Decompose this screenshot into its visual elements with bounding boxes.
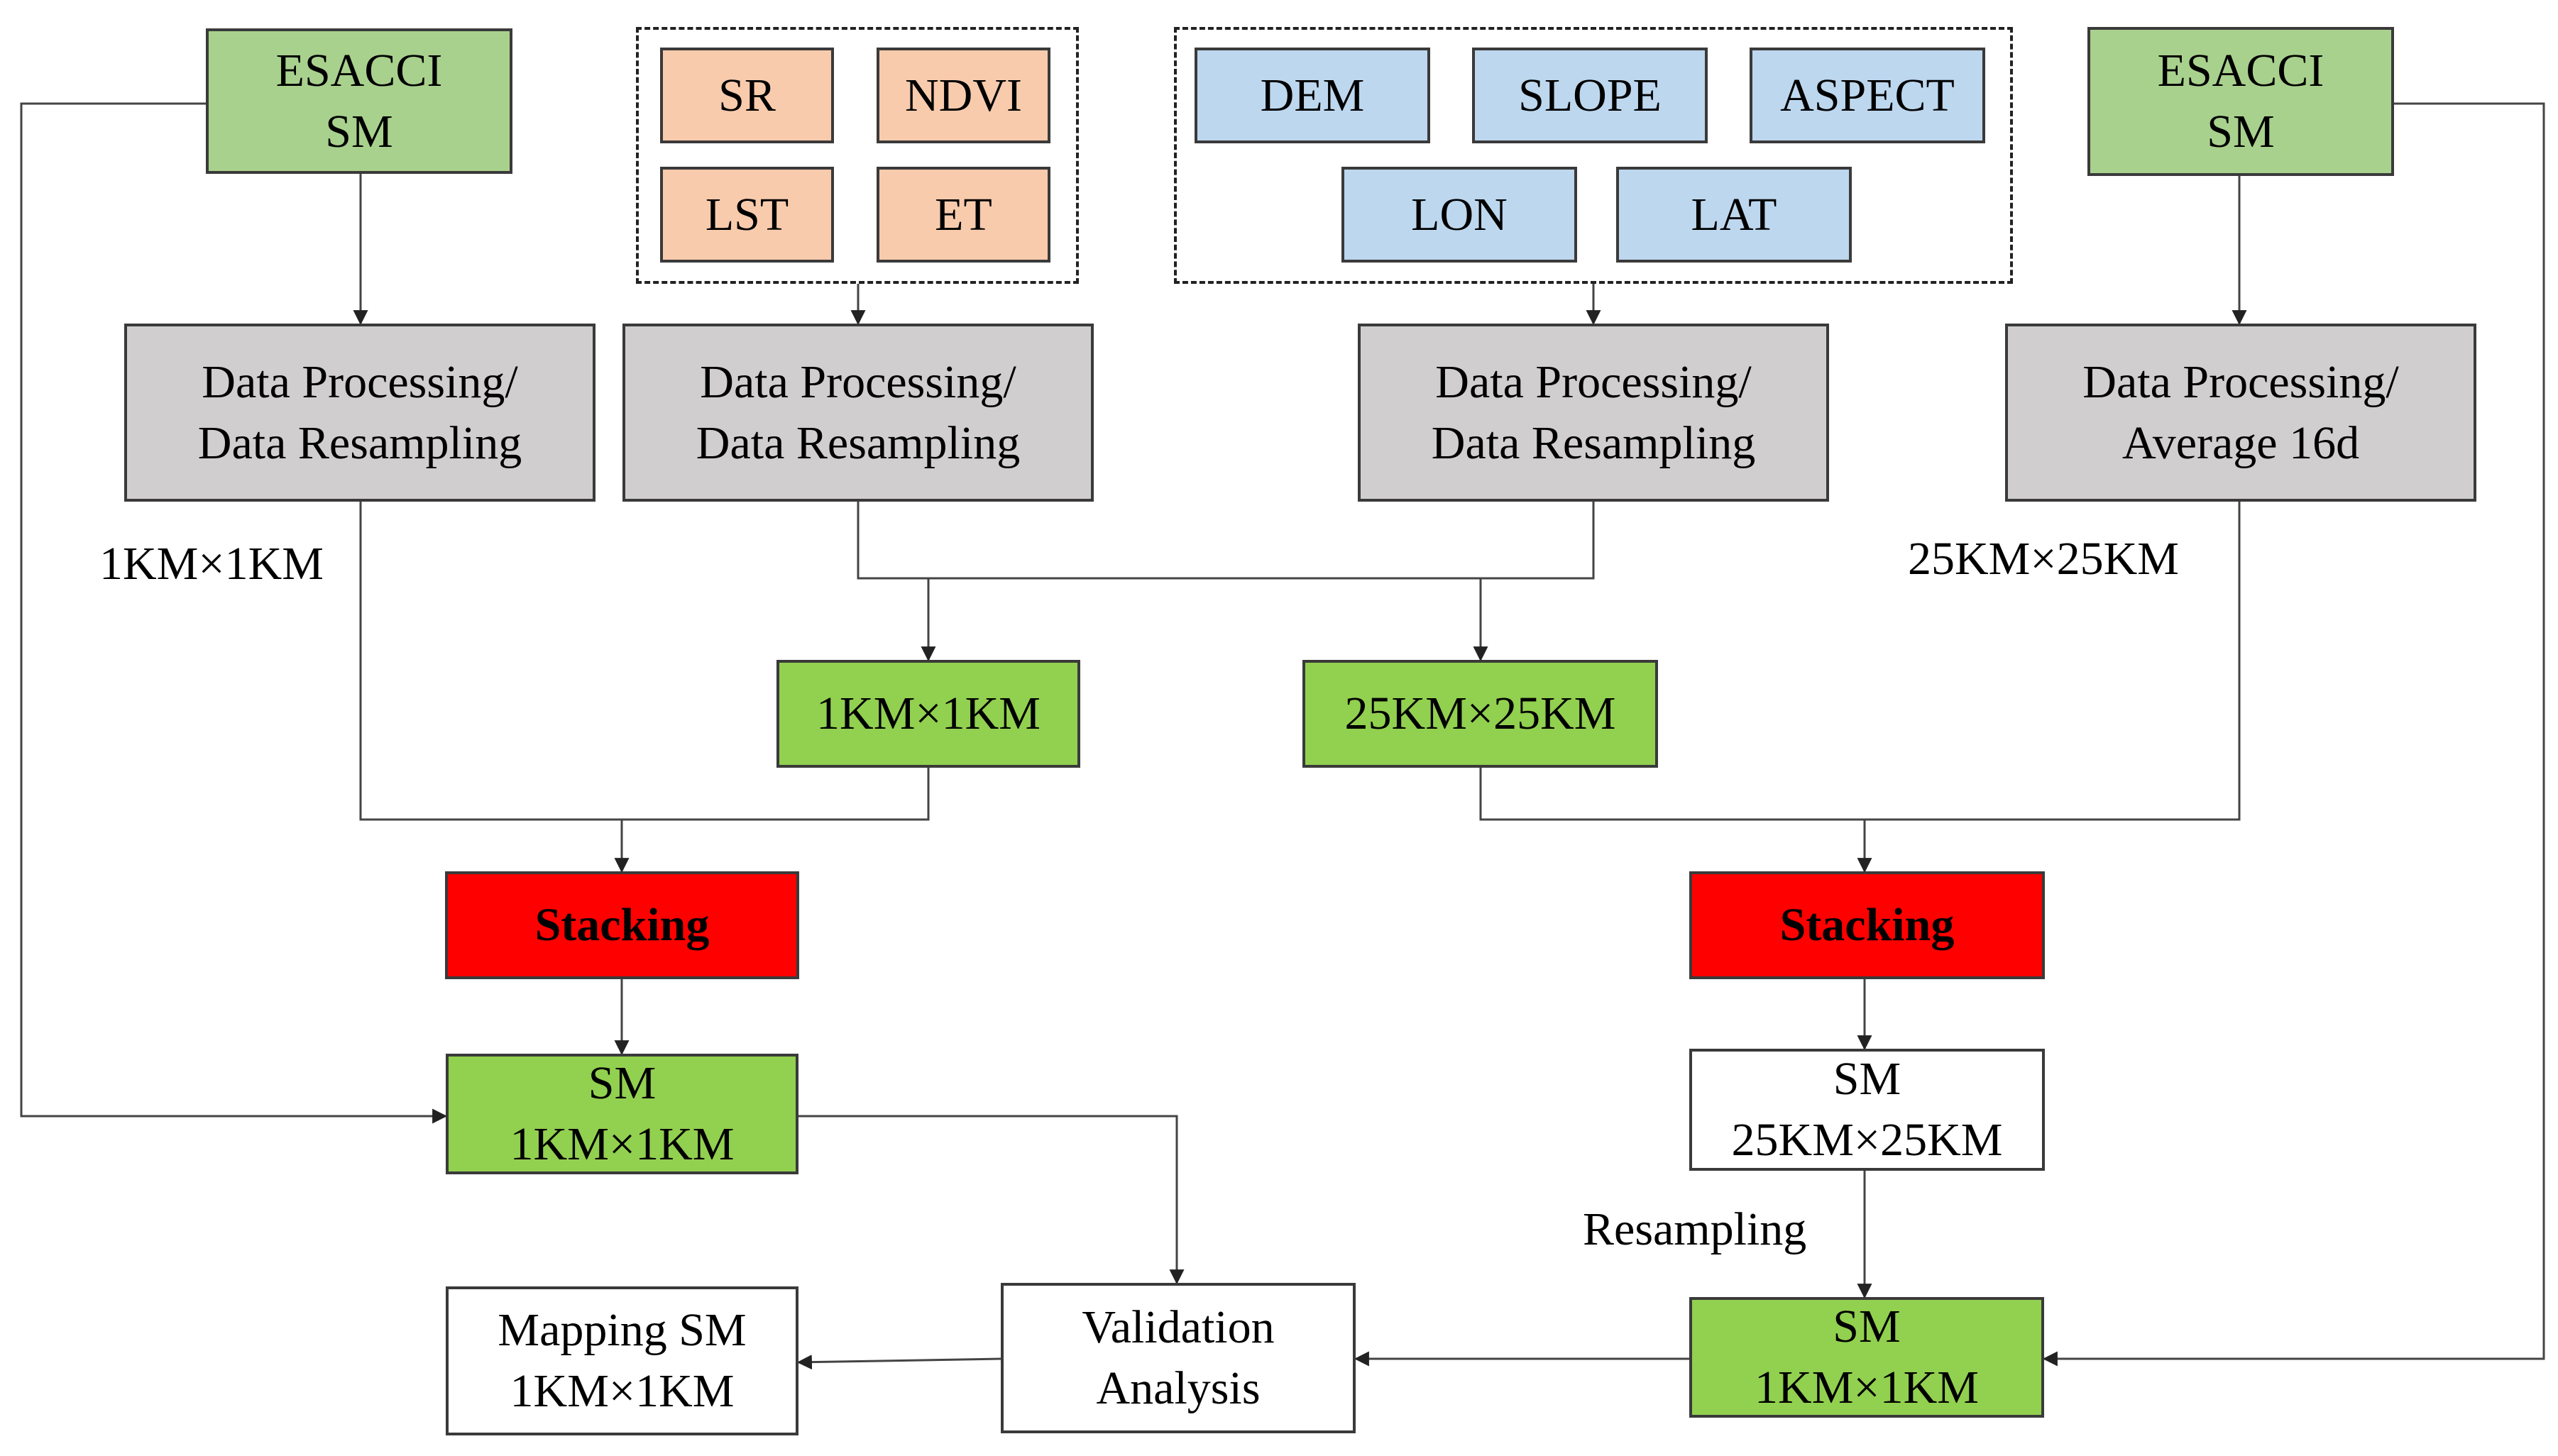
line-proc4-to-stack — [1479, 502, 2241, 821]
validation-analysis: Validation Analysis — [1001, 1283, 1356, 1433]
lst-input: LST — [660, 167, 834, 263]
sm-25km: SM 25KM×25KM — [1689, 1049, 2045, 1171]
left-resolution-label: 1KM×1KM — [99, 538, 324, 590]
et-input: ET — [877, 167, 1050, 263]
line-proc1-to-stack — [359, 502, 930, 821]
sr-input: SR — [660, 48, 834, 143]
terrain-inputs-group — [1174, 27, 2013, 284]
processing-box-4: Data Processing/ Average 16d — [2005, 324, 2476, 502]
line-proc-junction — [857, 502, 1595, 580]
mapping-sm: Mapping SM 1KM×1KM — [446, 1286, 798, 1435]
ndvi-input: NDVI — [877, 48, 1050, 143]
resolution-1km-box: 1KM×1KM — [776, 660, 1080, 768]
aspect-input: ASPECT — [1750, 48, 1985, 143]
esacci-sm-right: ESACCI SM — [2087, 27, 2394, 176]
processing-box-2: Data Processing/ Data Resampling — [622, 324, 1094, 502]
processing-box-1: Data Processing/ Data Resampling — [124, 324, 595, 502]
slope-input: SLOPE — [1472, 48, 1708, 143]
esacci-sm-left: ESACCI SM — [206, 28, 512, 174]
dem-input: DEM — [1195, 48, 1430, 143]
lat-input: LAT — [1616, 167, 1852, 263]
arrow-esacci-to-sm1km — [20, 102, 448, 1124]
stacking-right: Stacking — [1689, 871, 2045, 979]
sm-1km-left: SM 1KM×1KM — [446, 1054, 798, 1174]
stacking-left: Stacking — [445, 871, 799, 979]
processing-box-3: Data Processing/ Data Resampling — [1358, 324, 1829, 502]
sm-1km-right: SM 1KM×1KM — [1689, 1297, 2044, 1418]
arrow-esacci-to-smright — [2042, 102, 2545, 1367]
right-resolution-label: 25KM×25KM — [1908, 533, 2179, 585]
lon-input: LON — [1341, 167, 1577, 263]
arrow-validation-to-mapping — [796, 1355, 1001, 1370]
resampling-label: Resampling — [1583, 1203, 1807, 1255]
optical-inputs-group — [636, 27, 1079, 284]
resolution-25km-box: 25KM×25KM — [1302, 660, 1658, 768]
arrow-sm1km-to-validation — [798, 1115, 1185, 1285]
